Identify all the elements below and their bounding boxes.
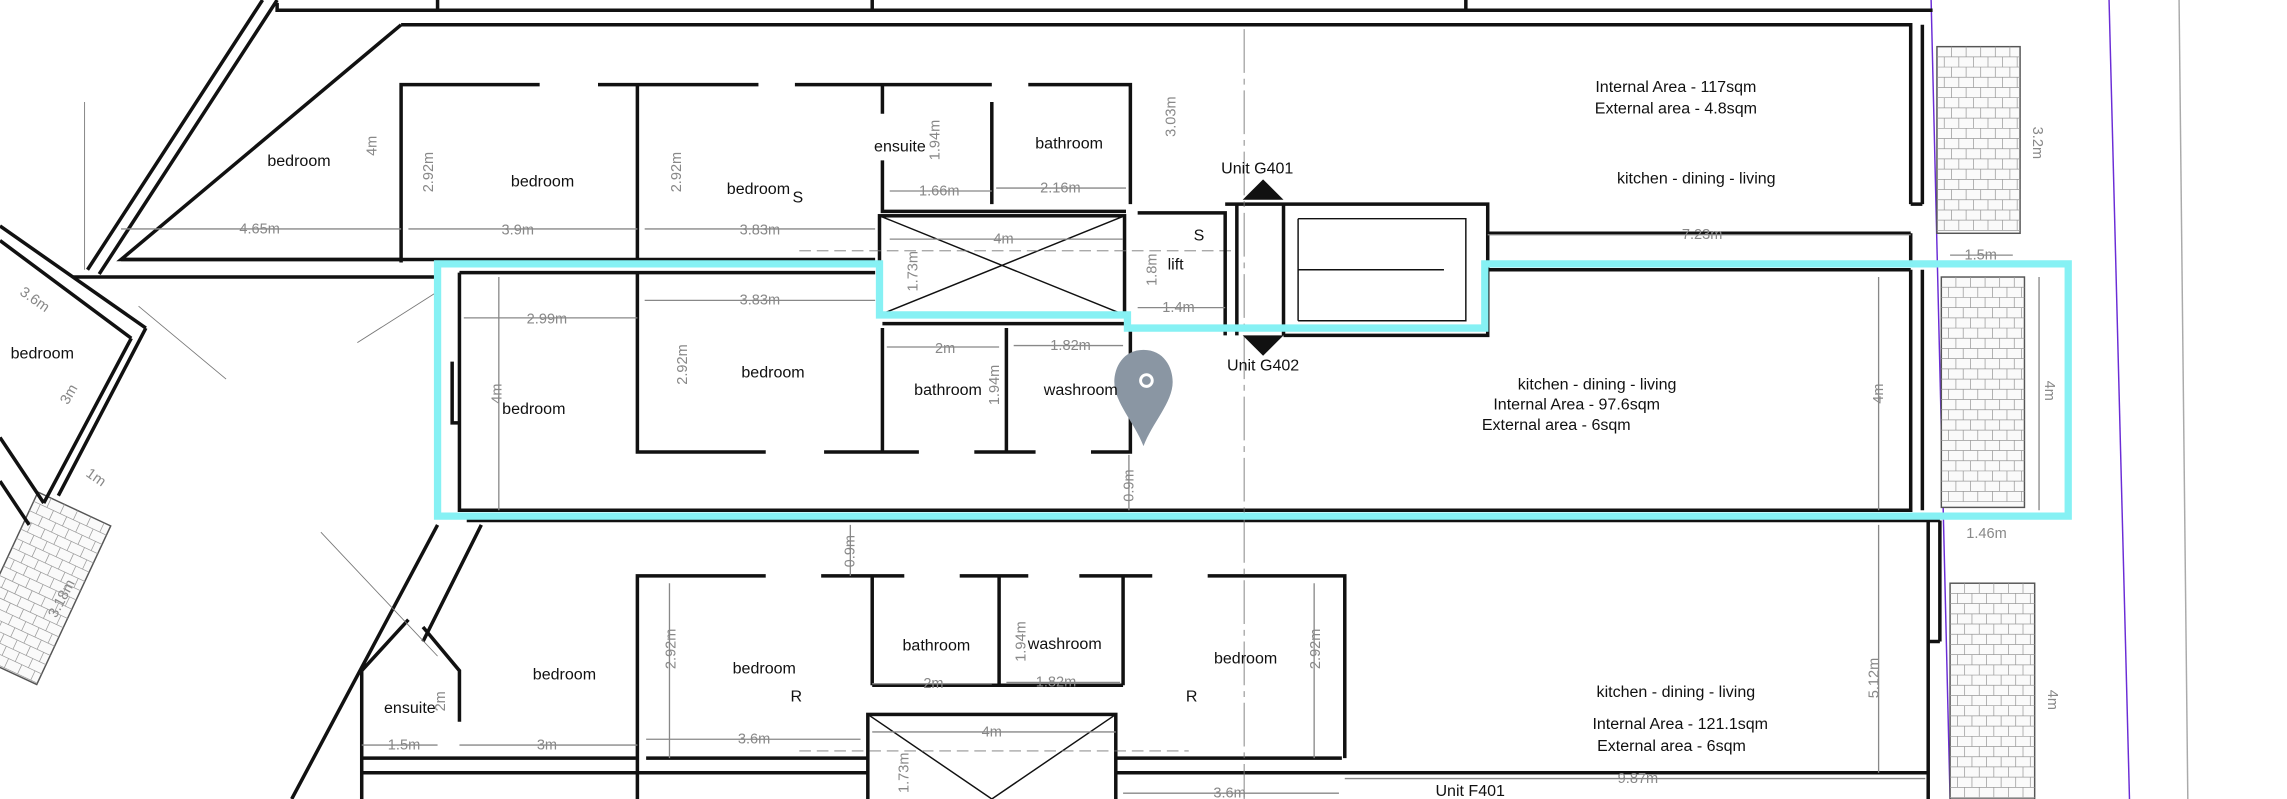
balconies bbox=[0, 45, 2036, 799]
room-label: R bbox=[791, 687, 803, 705]
unit-arrow-down-icon bbox=[1242, 335, 1284, 356]
room-label: bedroom bbox=[11, 345, 74, 363]
unit-label: Unit G402 bbox=[1227, 356, 1299, 374]
room-label: washroom bbox=[1027, 635, 1102, 653]
dimension: 3.83m bbox=[740, 223, 781, 239]
dimensions-g402: 2.99m 3.83m 4m 2.92m 2m 1.82m 1.94m 0.9m… bbox=[463, 277, 2057, 542]
dimension: 3.03m bbox=[1164, 96, 1180, 137]
dimension: 1.94m bbox=[1013, 621, 1029, 662]
room-label: S bbox=[1194, 227, 1205, 245]
external-area-label: External area - 6sqm bbox=[1482, 416, 1631, 434]
balcony bbox=[0, 491, 112, 686]
dimension: 2.92m bbox=[1308, 629, 1324, 670]
dimension: 2.92m bbox=[663, 629, 679, 670]
room-label: bathroom bbox=[1035, 135, 1103, 153]
external-area-label: External area - 6sqm bbox=[1597, 737, 1746, 755]
room-label: bedroom bbox=[727, 180, 790, 198]
dimension: 2.92m bbox=[421, 152, 437, 193]
dimension: 3.2m bbox=[2029, 127, 2045, 159]
unit-label: Unit F401 bbox=[1435, 782, 1505, 799]
selected-unit-outline[interactable] bbox=[433, 260, 2072, 520]
living-label: kitchen - dining - living bbox=[1617, 170, 1776, 188]
room-label: R bbox=[1186, 687, 1198, 705]
dimension: 3.6m bbox=[1213, 786, 1245, 799]
internal-area-label: Internal Area - 97.6sqm bbox=[1493, 396, 1660, 414]
balcony bbox=[1936, 45, 2021, 235]
dimensions-g401: 4.65m 3.9m 3.83m 1.66m 2.16m 4m 2.92m 2.… bbox=[121, 96, 2045, 316]
brick-hatch bbox=[1941, 277, 2025, 502]
dimension: 2m bbox=[433, 691, 449, 711]
room-label: ensuite bbox=[874, 138, 926, 156]
room-label: S bbox=[792, 189, 803, 207]
balcony bbox=[1949, 582, 2036, 799]
brick-hatch bbox=[1950, 583, 2035, 798]
dimensions-f401: 0.9m 2.92m 2.92m 1.94m 2m 1.82m 1.5m 3m … bbox=[361, 524, 2060, 799]
site-boundary-line bbox=[2108, 0, 2131, 799]
dimension: 5.12m bbox=[1867, 658, 1883, 699]
room-label: bathroom bbox=[903, 636, 971, 654]
dimension: 1.73m bbox=[897, 752, 913, 793]
dimension: 1.8m bbox=[1145, 254, 1161, 286]
unit-arrow-up-icon bbox=[1242, 179, 1284, 200]
balcony bbox=[1940, 276, 2026, 509]
room-label: bedroom bbox=[1214, 649, 1277, 667]
unit-label: Unit G401 bbox=[1221, 160, 1293, 178]
dimension: 3.6m bbox=[17, 284, 53, 316]
room-label: bedroom bbox=[741, 364, 804, 382]
room-label: washroom bbox=[1043, 381, 1118, 399]
map-pin-icon[interactable] bbox=[1114, 349, 1173, 447]
brick-hatch bbox=[1936, 46, 2021, 231]
internal-area-label: Internal Area - 117sqm bbox=[1595, 78, 1756, 96]
dimension: 1.73m bbox=[905, 251, 921, 292]
dimension: 1.46m bbox=[1966, 526, 2007, 542]
living-label: kitchen - dining - living bbox=[1597, 683, 1756, 701]
room-label: bedroom bbox=[511, 173, 574, 191]
room-label: bedroom bbox=[267, 152, 330, 170]
room-label: bedroom bbox=[533, 665, 596, 683]
dimension: 4m bbox=[364, 136, 380, 156]
room-label: ensuite bbox=[384, 699, 436, 717]
dimension: 1.94m bbox=[927, 120, 943, 161]
dimension: 4m bbox=[2041, 381, 2057, 401]
dimension: 3m bbox=[57, 382, 81, 408]
living-label: kitchen - dining - living bbox=[1518, 375, 1677, 393]
dimension: 3.9m bbox=[502, 223, 534, 239]
room-label: bedroom bbox=[733, 660, 796, 678]
room-label: bathroom bbox=[914, 381, 982, 399]
lift-shaft bbox=[866, 712, 1118, 799]
dimension: 2.99m bbox=[527, 312, 568, 328]
brick-hatch bbox=[0, 498, 107, 684]
room-label: bedroom bbox=[502, 400, 565, 418]
dimension: 2.92m bbox=[669, 152, 685, 193]
dimension: 2m bbox=[935, 341, 955, 357]
staircase bbox=[1297, 217, 1467, 322]
dimension: 4m bbox=[2044, 690, 2060, 710]
dimension: 2.92m bbox=[675, 344, 691, 385]
dimension: 1.94m bbox=[987, 365, 1003, 406]
internal-area-label: Internal Area - 121.1sqm bbox=[1592, 715, 1768, 733]
road-line bbox=[2178, 0, 2189, 799]
room-label: lift bbox=[1168, 256, 1185, 274]
dimension: 1m bbox=[83, 466, 109, 491]
dimension: 4m bbox=[490, 384, 506, 404]
external-area-label: External area - 4.8sqm bbox=[1595, 100, 1757, 118]
